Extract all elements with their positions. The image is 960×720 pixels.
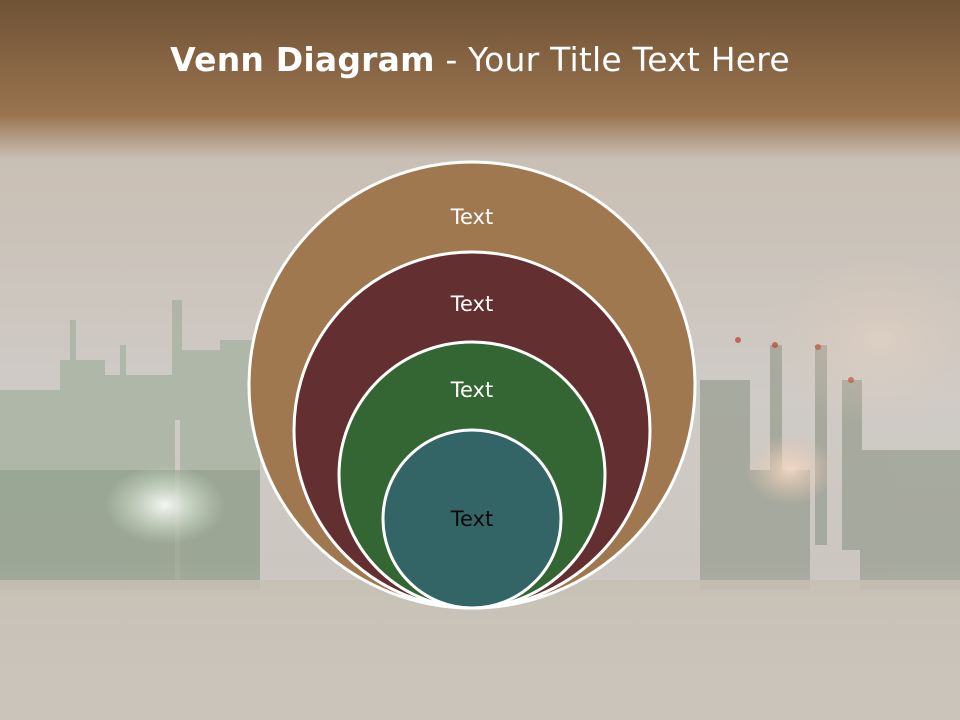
title-rest: - Your Title Text Here	[434, 40, 790, 79]
venn-circle-outer-label: Text	[450, 205, 493, 229]
page-title: Venn Diagram - Your Title Text Here	[0, 40, 960, 79]
title-bold: Venn Diagram	[170, 40, 435, 79]
venn-circle-inner-label: Text	[450, 507, 493, 531]
venn-circle-inner-shape	[381, 428, 563, 610]
venn-circle-third-label: Text	[450, 378, 493, 402]
venn-circle-inner: Text	[381, 428, 563, 610]
venn-circle-second-label: Text	[450, 292, 493, 316]
